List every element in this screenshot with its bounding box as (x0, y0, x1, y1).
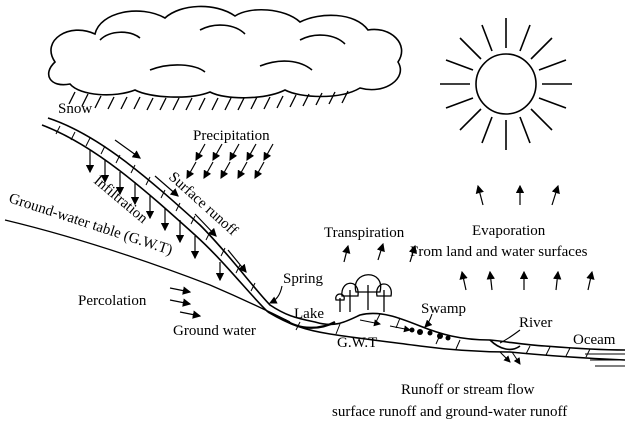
ocean-label: Oceam (573, 332, 616, 348)
river (489, 339, 521, 351)
evaporation-label: Evaporation (472, 223, 546, 239)
percolation-arrows (169, 286, 202, 319)
snow-label: Snow (58, 101, 92, 117)
gwt-short-label: G.W.T (337, 335, 377, 351)
lake-label: Lake (294, 306, 324, 322)
lake (284, 319, 336, 329)
trees (335, 274, 392, 312)
river-pointer (499, 329, 521, 344)
swamp-label: Swamp (421, 301, 466, 317)
precipitation-arrows (186, 143, 274, 180)
evaporation-sub-label: From land and water surfaces (410, 244, 588, 260)
river-label: River (519, 315, 552, 331)
runoff-label-line2: surface runoff and ground-water runoff (332, 404, 567, 420)
percolation-label: Percolation (78, 293, 147, 309)
ocean (585, 353, 625, 367)
evaporation-arrows (459, 184, 595, 291)
transpiration-label: Transpiration (324, 225, 405, 241)
transpiration-arrows (342, 242, 417, 263)
precipitation-label: Precipitation (193, 128, 270, 144)
ground-surface (41, 117, 626, 361)
cloud (47, 5, 403, 99)
runoff-label-line1: Runoff or stream flow (401, 382, 535, 398)
ground-water-arrows (359, 319, 521, 365)
sun-icon (440, 18, 572, 150)
ground-water-table-line (4, 219, 291, 323)
cloud-hatch (68, 90, 349, 111)
infiltration-arrows (85, 150, 225, 282)
spring-label: Spring (283, 271, 324, 287)
swamp-arrow (424, 313, 433, 328)
ground-water-table-label: Ground-water table (G.W.T) (7, 191, 175, 259)
ground-water-label: Ground water (173, 323, 256, 339)
surface-runoff-arrows (114, 139, 247, 273)
spring-arrow (269, 285, 283, 304)
